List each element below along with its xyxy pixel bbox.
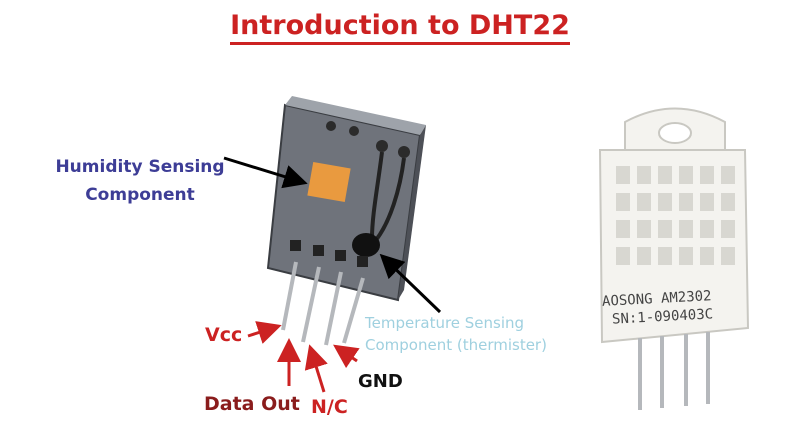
humidity-sensing-element — [307, 161, 351, 203]
humidity-component-label: Humidity Sensing Component — [55, 157, 225, 205]
gnd-arrow — [333, 344, 360, 369]
gnd-pin-label: GND — [358, 371, 403, 392]
dht22-case — [598, 107, 750, 410]
nc-arrow — [304, 344, 328, 393]
temperature-arrow — [379, 253, 442, 314]
sensor-pins — [281, 261, 365, 346]
temperature-component-label: Temperature Sensing Component (thermiste… — [365, 314, 547, 354]
humidity-arrow — [223, 156, 308, 189]
page-title: Introduction to DHT22 — [0, 10, 800, 45]
thermistor — [352, 233, 380, 257]
sensor-board — [266, 96, 426, 302]
nc-pin-label: N/C — [311, 396, 348, 418]
vcc-arrow — [247, 321, 282, 344]
data-out-pin-label: Data Out — [204, 393, 300, 415]
vcc-pin-label: Vcc — [205, 324, 243, 346]
